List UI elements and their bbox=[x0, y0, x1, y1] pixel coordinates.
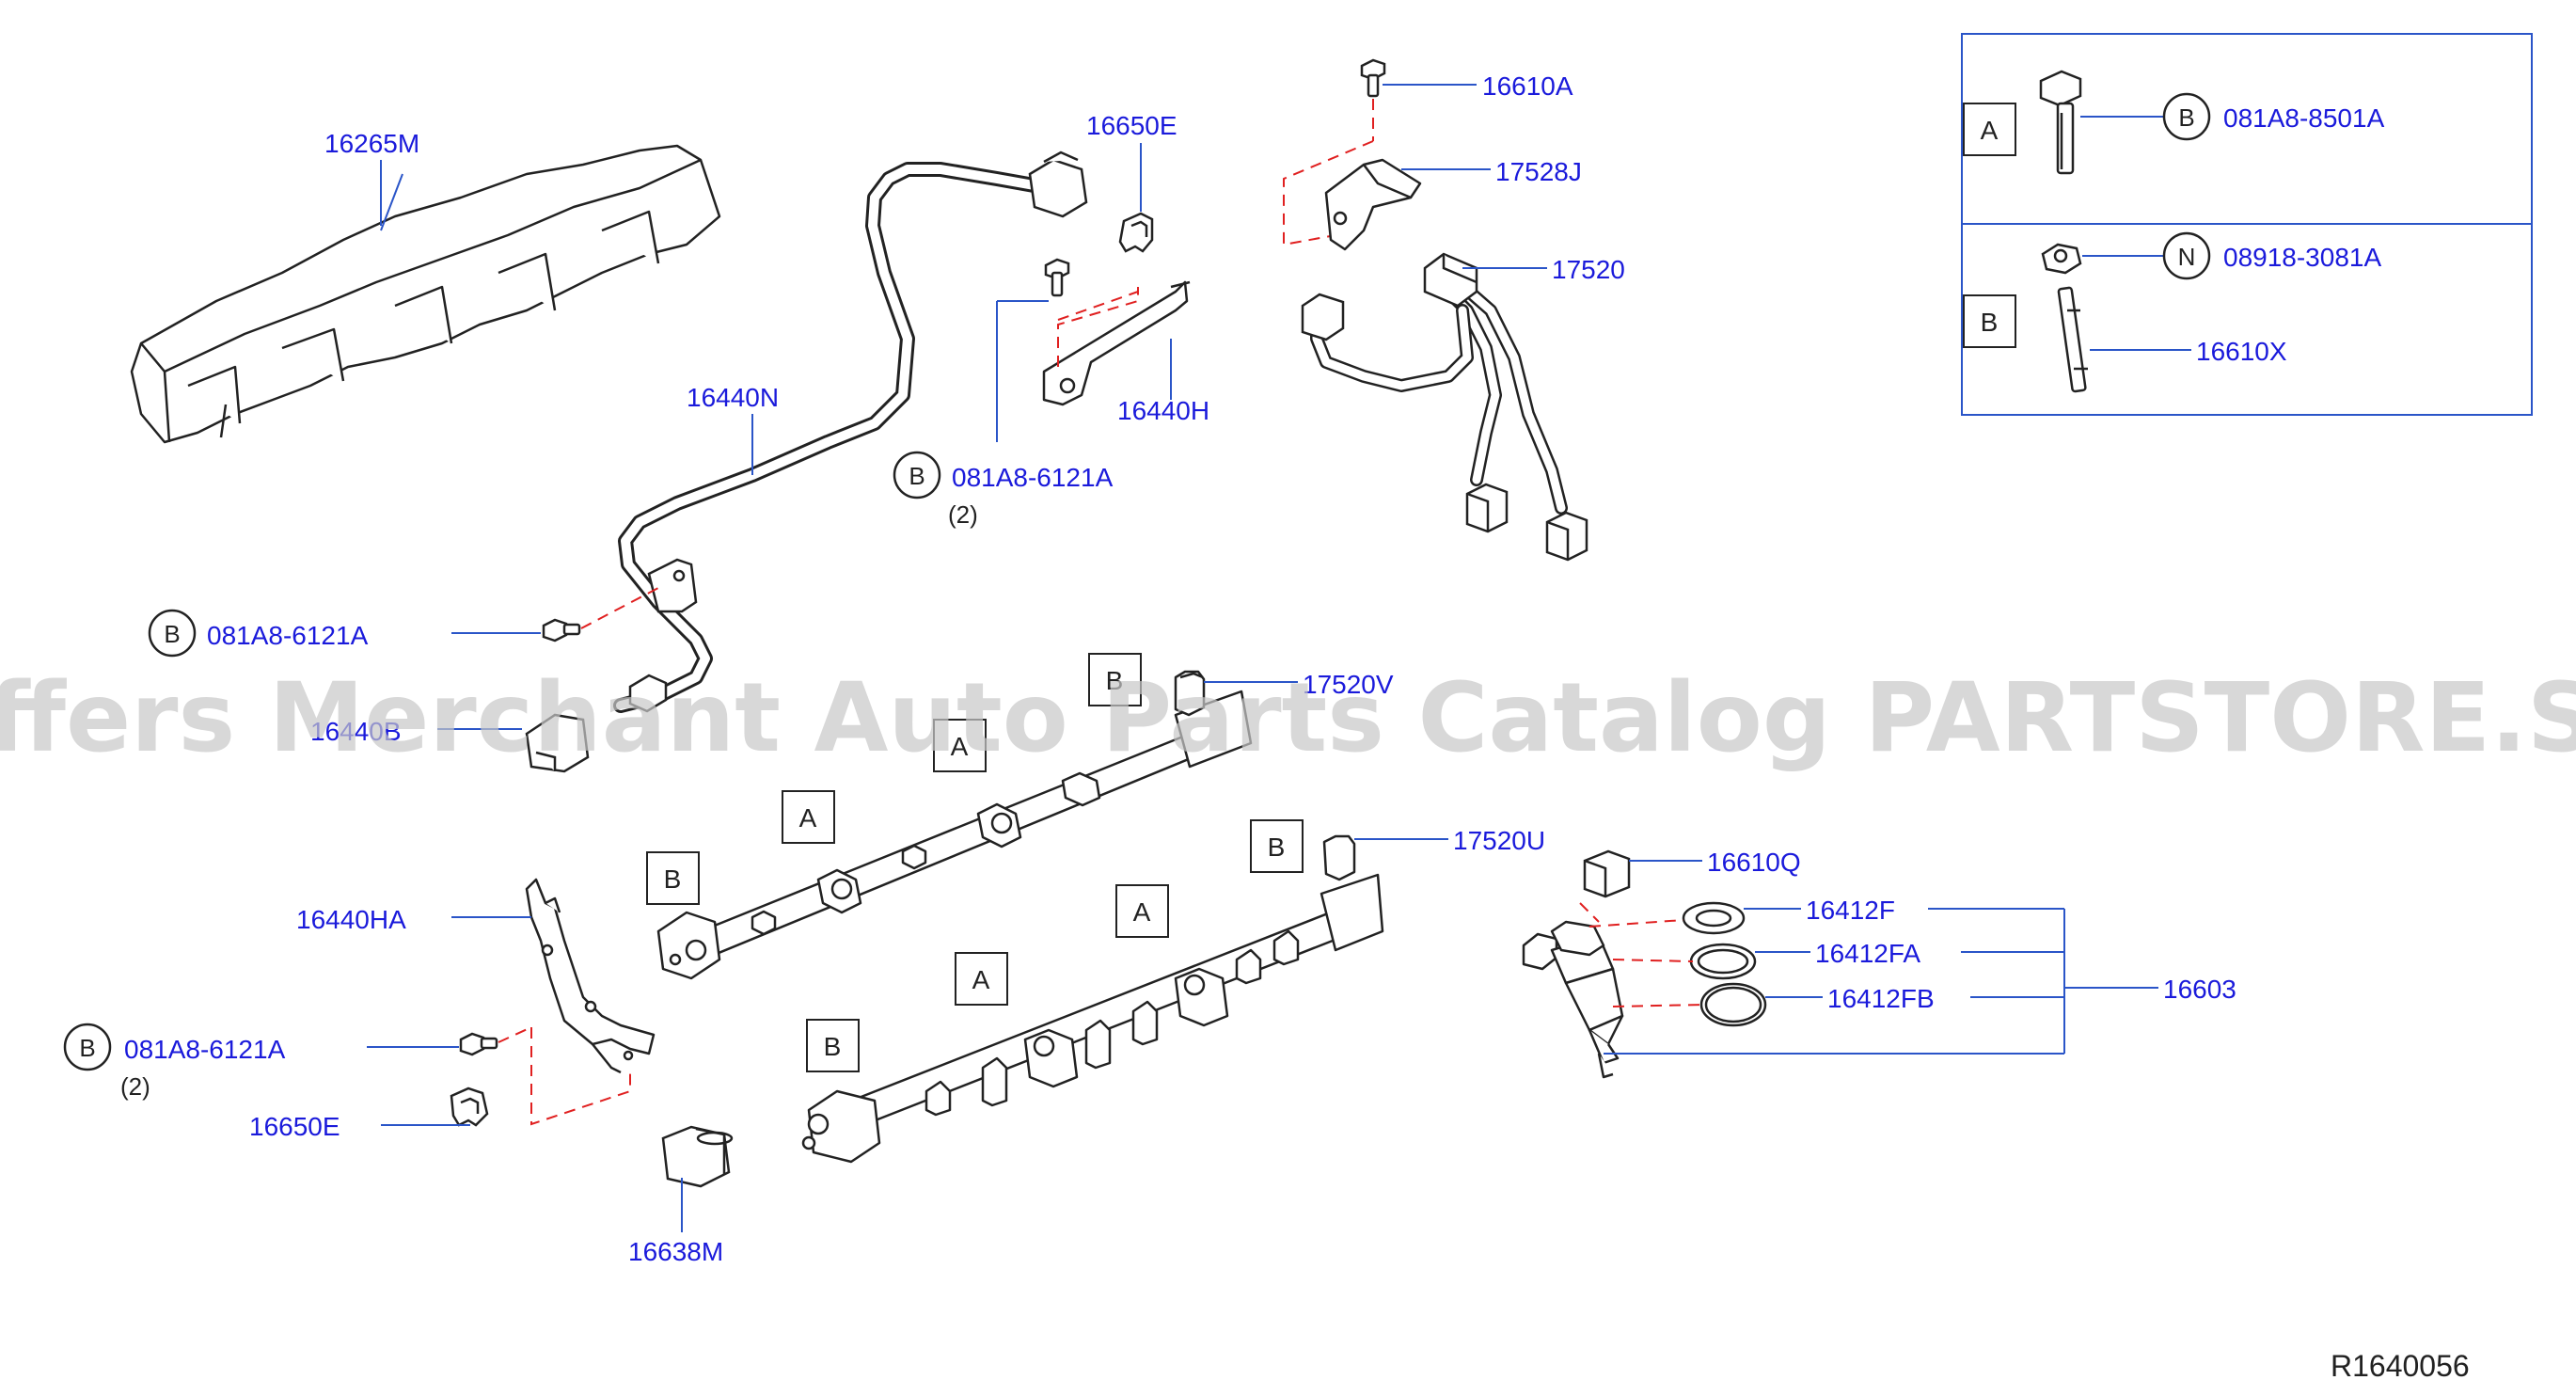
clip-16650E-bot bbox=[450, 1087, 489, 1127]
qty-top: (2) bbox=[948, 500, 978, 529]
label-081A8-6121A-bot: 081A8-6121A bbox=[124, 1035, 286, 1064]
label-16440B: 16440B bbox=[310, 717, 402, 746]
label-16610A: 16610A bbox=[1482, 71, 1573, 101]
label-16650E-bot: 16650E bbox=[249, 1112, 340, 1141]
bracket-16440B bbox=[525, 713, 590, 773]
tube-bracket-mid bbox=[647, 558, 698, 613]
circle-b-top: B bbox=[893, 451, 941, 500]
svg-text:B: B bbox=[164, 620, 180, 648]
svg-text:B: B bbox=[2178, 103, 2194, 132]
label-17520U: 17520U bbox=[1453, 826, 1545, 855]
svg-text:A: A bbox=[972, 965, 990, 994]
svg-text:N: N bbox=[2178, 243, 2196, 271]
legend-part-081A8-8501A: 081A8-8501A bbox=[2223, 103, 2385, 133]
box-b-17520v: B bbox=[1088, 653, 1142, 706]
svg-text:A: A bbox=[1133, 897, 1151, 927]
svg-text:B: B bbox=[1106, 666, 1124, 695]
box-a-lower-rail: A bbox=[1115, 884, 1169, 938]
label-16265M: 16265M bbox=[324, 129, 419, 158]
circle-n-nut: N bbox=[2162, 231, 2211, 280]
svg-text:A: A bbox=[951, 732, 969, 761]
bracket-16603 bbox=[1604, 908, 2158, 1055]
tube-connector-top bbox=[1028, 151, 1088, 218]
label-16440N: 16440N bbox=[687, 383, 779, 412]
stud-icon bbox=[2057, 286, 2088, 393]
watermark: Offers Merchant Auto Parts Catalog PARTS… bbox=[0, 662, 2576, 774]
svg-text:B: B bbox=[79, 1034, 95, 1062]
label-16638M: 16638M bbox=[628, 1237, 723, 1266]
label-17528J: 17528J bbox=[1495, 157, 1582, 186]
box-a-lower-rail-2: A bbox=[955, 952, 1008, 1006]
box-b-upper-rail: B bbox=[646, 851, 700, 905]
label-16650E-top: 16650E bbox=[1086, 111, 1177, 140]
damper-16638M bbox=[661, 1125, 734, 1188]
svg-text:B: B bbox=[664, 865, 682, 894]
svg-text:B: B bbox=[909, 462, 925, 490]
bolt-bot bbox=[459, 1032, 498, 1056]
harness-connector-top bbox=[1423, 252, 1478, 308]
svg-text:B: B bbox=[1981, 308, 1999, 337]
engine-cover-16265M bbox=[130, 144, 721, 444]
label-17520V: 17520V bbox=[1303, 670, 1394, 699]
label-16412FB: 16412FB bbox=[1827, 984, 1935, 1013]
fuel-tube-16440N bbox=[613, 162, 1047, 713]
qty-bot: (2) bbox=[120, 1072, 150, 1101]
label-17520: 17520 bbox=[1552, 255, 1625, 284]
label-081A8-6121A-top: 081A8-6121A bbox=[952, 463, 1114, 492]
label-16412F: 16412F bbox=[1806, 896, 1895, 925]
svg-text:A: A bbox=[799, 803, 817, 833]
nut-icon bbox=[2041, 243, 2082, 275]
label-16610Q: 16610Q bbox=[1707, 848, 1801, 877]
circle-b-bolt: B bbox=[2162, 92, 2211, 141]
harness-connector-bot1 bbox=[1465, 483, 1509, 533]
box-b-lower-rail: B bbox=[806, 1019, 860, 1072]
bolt-mid bbox=[542, 618, 581, 642]
box-b-17520u: B bbox=[1250, 819, 1304, 873]
box-a-upper-rail-2: A bbox=[782, 790, 835, 844]
diagram-code: R1640056 bbox=[2331, 1349, 2470, 1383]
label-16412FA: 16412FA bbox=[1815, 939, 1920, 968]
svg-text:B: B bbox=[1268, 833, 1286, 862]
fuel-rail-upper bbox=[656, 670, 1253, 980]
legend-part-16610X: 16610X bbox=[2196, 337, 2287, 366]
label-16603: 16603 bbox=[2163, 975, 2236, 1004]
injector-16603 bbox=[1522, 920, 1624, 1079]
svg-text:A: A bbox=[1981, 116, 1999, 145]
long-bolt-icon bbox=[2039, 70, 2082, 175]
bracket-17528J bbox=[1324, 158, 1422, 251]
seal-16412FA bbox=[1689, 943, 1757, 980]
injector-cap-16610Q bbox=[1583, 849, 1631, 898]
svg-text:B: B bbox=[824, 1032, 842, 1061]
harness-17520 bbox=[1310, 271, 1568, 515]
label-16440H: 16440H bbox=[1117, 396, 1209, 425]
harness-connector-left bbox=[1301, 293, 1345, 341]
label-081A8-6121A-mid: 081A8-6121A bbox=[207, 621, 369, 650]
circle-b-bot: B bbox=[63, 1023, 112, 1071]
bracket-16440H bbox=[1042, 280, 1191, 406]
clip-16650E-top bbox=[1118, 212, 1154, 253]
box-a-upper-rail: A bbox=[933, 719, 987, 772]
legend-letter-b: B bbox=[1963, 294, 2016, 348]
bolt-16610A bbox=[1360, 58, 1386, 98]
seal-16412F bbox=[1682, 901, 1746, 935]
legend-part-08918-3081A: 08918-3081A bbox=[2223, 243, 2381, 272]
circle-b-mid: B bbox=[148, 609, 197, 658]
tube-end-fitting bbox=[628, 674, 668, 713]
label-16440HA: 16440HA bbox=[296, 905, 406, 934]
legend-letter-a: A bbox=[1963, 103, 2016, 156]
bolt-16440H bbox=[1044, 258, 1070, 297]
harness-connector-bot2 bbox=[1545, 511, 1588, 562]
legend-box: A B B 081A8-8501A N 08918-3081A bbox=[1961, 33, 2533, 416]
oring-16412FB bbox=[1699, 982, 1767, 1027]
bracket-16440HA bbox=[525, 878, 656, 1074]
fuel-rail-lower bbox=[801, 834, 1384, 1164]
